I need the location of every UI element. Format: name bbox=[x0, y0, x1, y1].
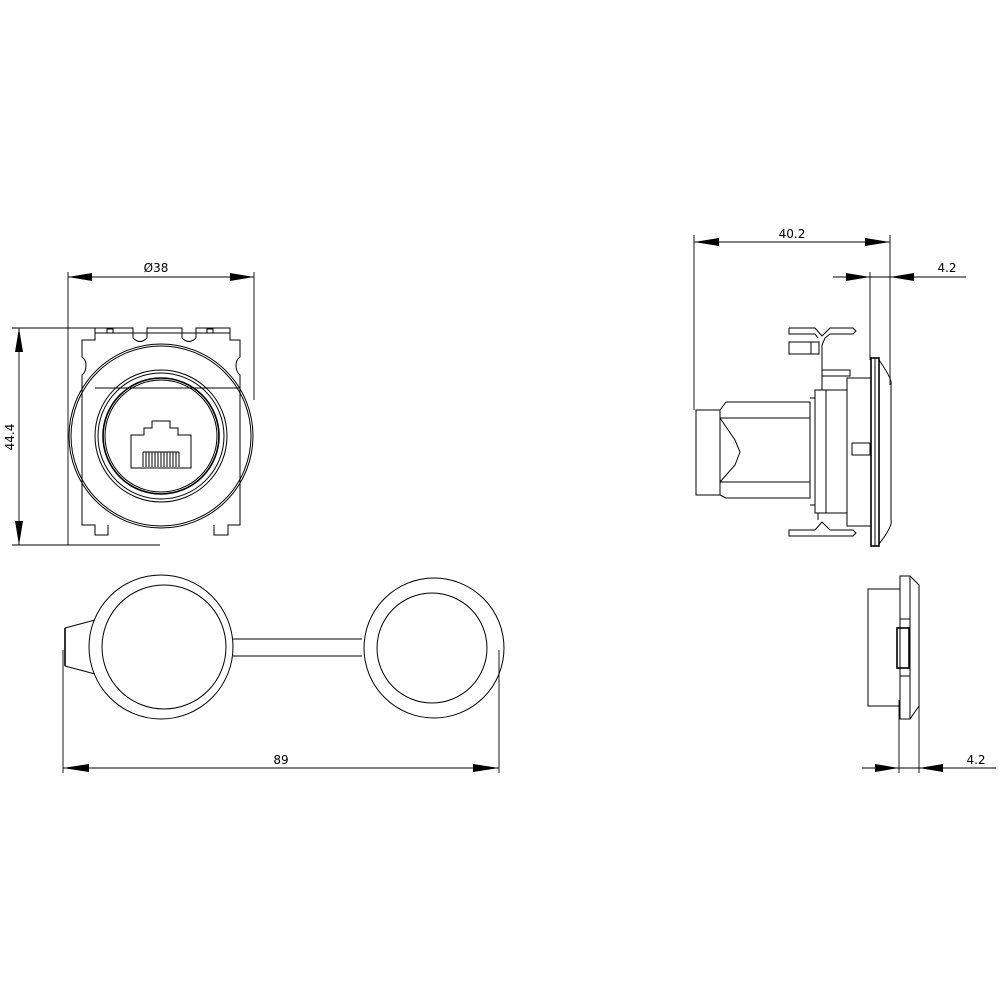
cap-thickness-label: 4.2 bbox=[966, 753, 985, 767]
height-dimension: 44.4 bbox=[3, 327, 160, 546]
dust-cap-view: 89 bbox=[62, 574, 505, 773]
diameter-label: Ø38 bbox=[144, 261, 169, 275]
rj45-socket-icon bbox=[130, 420, 192, 469]
diameter-dimension: Ø38 bbox=[67, 261, 255, 545]
bezel-thickness-label: 4.2 bbox=[937, 261, 956, 275]
terminals bbox=[788, 327, 857, 537]
cap-side bbox=[867, 575, 920, 720]
cap-side-view: 4.2 bbox=[862, 575, 996, 773]
bezel-thickness-dimension: 4.2 bbox=[833, 261, 966, 360]
cap-thickness-dimension: 4.2 bbox=[862, 700, 996, 773]
bezel-side bbox=[870, 357, 892, 547]
depth-label: 40.2 bbox=[779, 227, 806, 241]
front-view: Ø38 44.4 bbox=[3, 261, 255, 546]
side-view: 40.2 4.2 bbox=[693, 227, 966, 547]
cap-length-dimension: 89 bbox=[62, 650, 500, 773]
cap-length-label: 89 bbox=[273, 753, 288, 767]
height-label: 44.4 bbox=[3, 424, 17, 451]
depth-dimension: 40.2 bbox=[693, 227, 891, 410]
mounting-frame bbox=[81, 327, 241, 536]
dust-cap bbox=[64, 574, 505, 720]
bezel-ring bbox=[68, 343, 254, 529]
connector-body bbox=[695, 377, 872, 527]
